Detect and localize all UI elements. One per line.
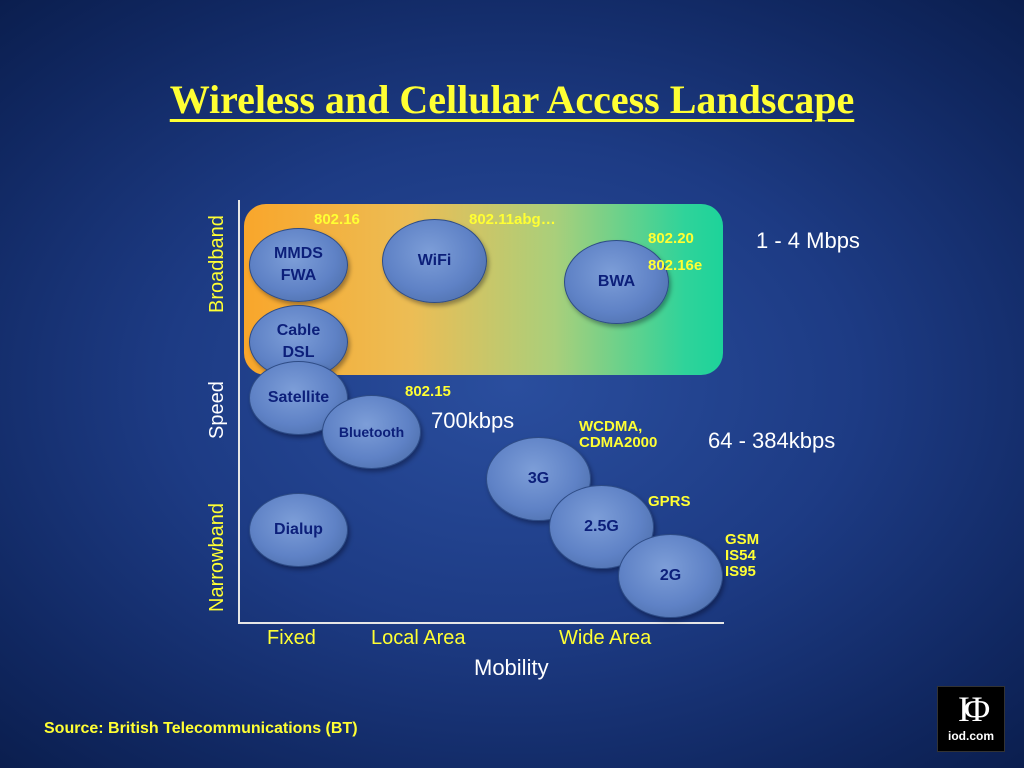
tag-802-16: 802.16 xyxy=(314,211,360,228)
y-label-narrowband: Narrowband xyxy=(206,503,228,612)
iod-logo-mark: IΦ xyxy=(957,689,990,729)
source-note: Source: British Telecommunications (BT) xyxy=(44,720,358,737)
tag-802-15: 802.15 xyxy=(405,383,451,400)
y-axis-line xyxy=(238,200,240,624)
rate-broadband: 1 - 4 Mbps xyxy=(756,228,860,253)
bubble-cable-dsl: Cable DSL xyxy=(249,305,348,379)
bubble-bwa: BWA xyxy=(564,240,669,324)
x-tick-fixed: Fixed xyxy=(267,627,316,649)
tag-gsm-is54-is95: GSM IS54 IS95 xyxy=(725,531,760,580)
y-axis-title: Speed xyxy=(206,381,228,439)
rate-cellular: 64 - 384kbps xyxy=(708,428,836,453)
bubble-mmds-fwa: MMDS FWA xyxy=(249,228,348,302)
iod-logo-site: iod.com xyxy=(947,729,994,743)
tag-802-11abg: 802.11abg… xyxy=(469,211,556,228)
bubble-wifi: WiFi xyxy=(382,219,487,303)
y-label-broadband: Broadband xyxy=(206,215,228,313)
bubble-dialup: Dialup xyxy=(249,493,348,567)
slide-title: Wireless and Cellular Access Landscape xyxy=(169,77,855,122)
tag-gprs: GPRS xyxy=(648,493,691,510)
bubble-2g: 2G xyxy=(618,534,723,618)
tag-802-16e: 802.16e xyxy=(648,257,703,274)
x-axis-title: Mobility xyxy=(474,655,549,680)
tag-wcdma-cdma2000: WCDMA, CDMA2000 xyxy=(579,418,658,451)
iod-logo: IΦ iod.com xyxy=(937,686,1005,752)
bubble-bluetooth: Bluetooth xyxy=(322,395,421,469)
x-axis-line xyxy=(238,622,724,624)
tag-802-20: 802.20 xyxy=(648,230,694,247)
x-tick-wide-area: Wide Area xyxy=(559,627,652,649)
rate-local: 700kbps xyxy=(431,408,515,433)
x-tick-local-area: Local Area xyxy=(371,627,466,649)
